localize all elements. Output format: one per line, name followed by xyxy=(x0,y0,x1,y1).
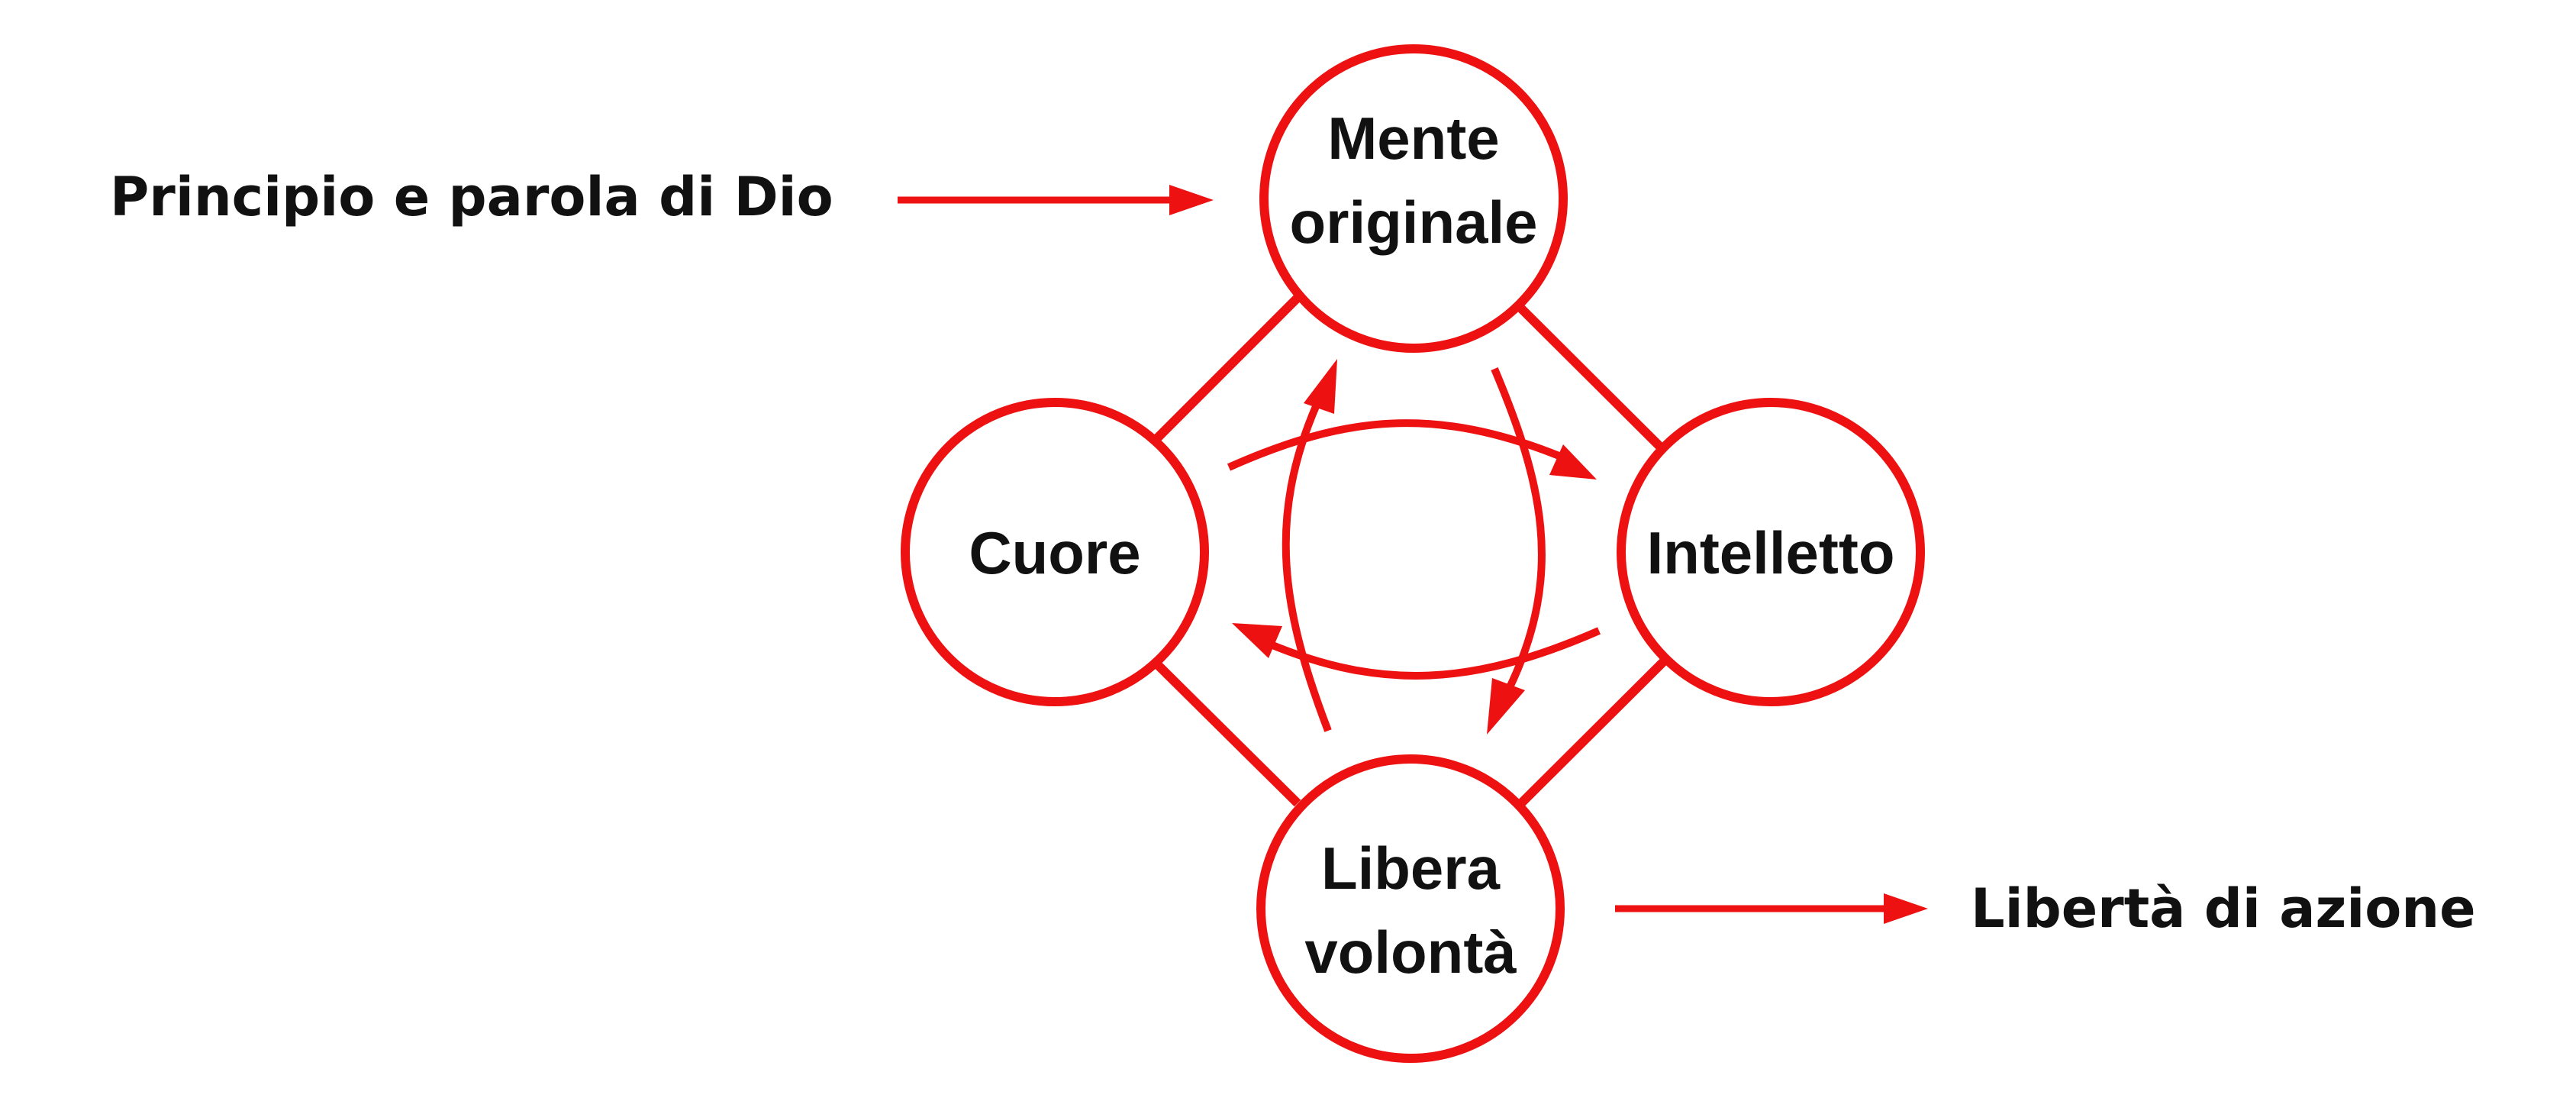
arrow-cuore-to-intelletto xyxy=(1227,419,1566,471)
connectors xyxy=(1150,294,1668,807)
node-libera-volonta: Libera volontà xyxy=(1256,754,1565,1063)
node-circle xyxy=(901,398,1209,706)
node-label-line2: originale xyxy=(1289,189,1537,256)
node-intelletto: Intelletto xyxy=(1617,398,1925,706)
arrowhead-intelletto-to-cuore xyxy=(1232,623,1282,658)
arrow-mente-to-libera xyxy=(1491,367,1546,689)
arrowhead-libera-to-mente xyxy=(1304,359,1337,414)
arrow-libera-to-mente xyxy=(1282,403,1332,732)
arrowhead-mente-to-libera xyxy=(1487,678,1525,735)
connector-top-right xyxy=(1513,300,1668,454)
node-label: Cuore xyxy=(969,519,1140,586)
output-arrowhead xyxy=(1884,893,1928,924)
node-cuore: Cuore xyxy=(901,398,1209,706)
output-annotation: Libertà di azione xyxy=(1615,877,2476,940)
cycle-arrows xyxy=(1227,359,1601,735)
input-arrowhead xyxy=(1169,185,1214,215)
connector-right-bottom xyxy=(1517,657,1668,807)
arrow-intelletto-to-cuore xyxy=(1265,627,1601,680)
node-label: Intelletto xyxy=(1647,519,1895,586)
node-circle xyxy=(1259,44,1568,353)
node-circle xyxy=(1256,754,1565,1063)
node-label-line1: Libera xyxy=(1321,835,1501,902)
input-annotation: Principio e parola di Dio xyxy=(110,166,1214,228)
node-label-line1: Mente xyxy=(1327,105,1499,172)
node-mente-originale: Mente originale xyxy=(1259,44,1568,353)
node-circle xyxy=(1617,398,1925,706)
input-annotation-label: Principio e parola di Dio xyxy=(110,166,833,228)
connector-top-left xyxy=(1150,294,1301,445)
output-annotation-label: Libertà di azione xyxy=(1971,877,2476,940)
node-label-line2: volontà xyxy=(1304,919,1517,986)
connector-left-bottom xyxy=(1150,657,1301,807)
arrowhead-cuore-to-intelletto xyxy=(1549,444,1597,480)
